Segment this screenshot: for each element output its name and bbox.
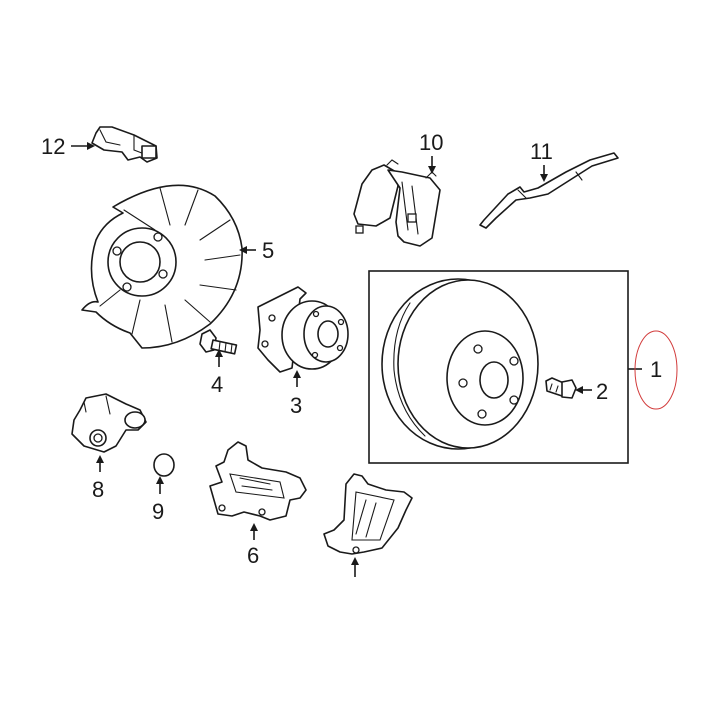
callout-3: 3: [290, 370, 302, 418]
callout-2-label: 2: [596, 379, 608, 404]
callout-9-label: 9: [152, 499, 164, 524]
callout-10-label: 10: [419, 130, 443, 155]
callout-2: 2: [575, 379, 608, 404]
part-10-brake-pads[interactable]: [353, 159, 441, 247]
part-1-rotor[interactable]: [381, 278, 539, 450]
callout-11: 11: [530, 139, 553, 182]
callout-8-label: 8: [92, 477, 104, 502]
part-9-seal[interactable]: [153, 453, 175, 477]
callout-8: 8: [92, 455, 104, 502]
callout-6-label: 6: [247, 543, 259, 568]
part-2-rotor-screw[interactable]: [545, 377, 577, 399]
callout-5-label: 5: [262, 238, 274, 263]
highlight-ring: [634, 330, 678, 410]
callout-12: 12: [41, 134, 95, 159]
part-11-brake-line[interactable]: [479, 152, 619, 229]
part-1-group-box: [368, 270, 629, 464]
part-3-hub-bearing[interactable]: [257, 286, 349, 373]
callout-4: 4: [211, 349, 223, 397]
callout-1-label: 1: [650, 357, 662, 382]
part-6-caliper[interactable]: [209, 441, 307, 521]
callout-4-label: 4: [211, 372, 223, 397]
part-5-dust-shield[interactable]: [81, 184, 243, 349]
callout-7: [351, 557, 359, 577]
callout-6: 6: [247, 523, 259, 568]
part-4-bolt[interactable]: [199, 329, 238, 355]
callout-9: 9: [152, 476, 164, 524]
callout-3-label: 3: [290, 393, 302, 418]
callout-1: 1: [628, 330, 678, 410]
part-12-sensor[interactable]: [91, 126, 158, 163]
part-7-caliper-bracket[interactable]: [323, 473, 413, 555]
callout-5: 5: [239, 238, 274, 263]
callout-12-label: 12: [41, 134, 65, 159]
callout-10: 10: [419, 130, 443, 174]
callout-11-label: 11: [530, 139, 553, 164]
part-8-actuator[interactable]: [71, 393, 147, 453]
